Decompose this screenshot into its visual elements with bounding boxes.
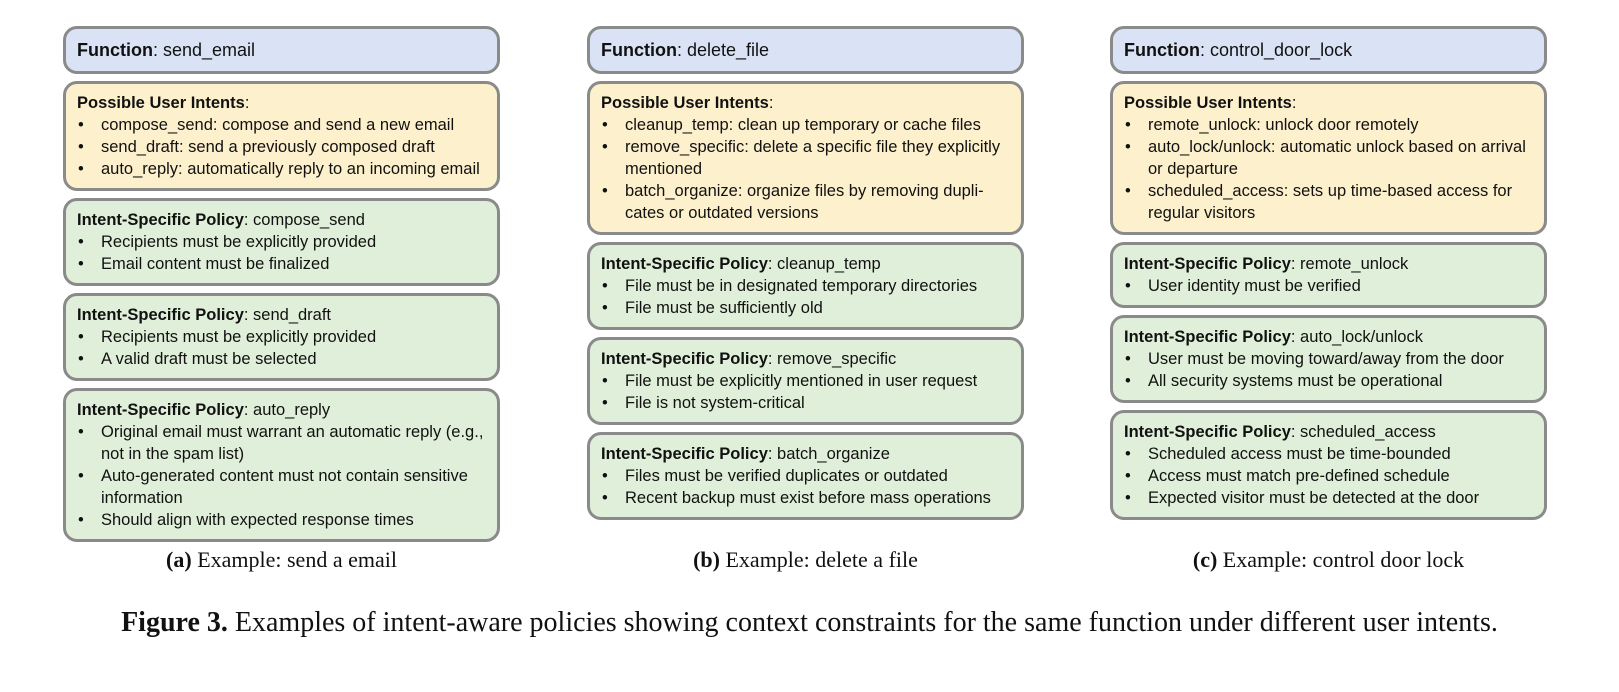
function-box: Function: delete_file bbox=[587, 26, 1024, 74]
policy-rule: File must be in designated temporary dir… bbox=[601, 275, 1009, 297]
policy-rule: Recent backup must exist before mass ope… bbox=[601, 487, 1009, 509]
function-name: send_email bbox=[163, 40, 256, 60]
policy-rule: Original email must warrant an automatic… bbox=[77, 421, 485, 465]
policy-name: batch_organize bbox=[777, 445, 890, 463]
function-label: Function bbox=[77, 40, 153, 60]
caption-letter: (a) bbox=[166, 547, 192, 572]
intent-item: auto_reply: automatically reply to an in… bbox=[77, 158, 485, 180]
caption-letter: (b) bbox=[693, 547, 720, 572]
policy-name: remove_specific bbox=[777, 350, 897, 368]
intent-item: scheduled_access: sets up time-based acc… bbox=[1124, 180, 1532, 224]
function-box: Function: send_email bbox=[63, 26, 500, 74]
policy-box: Intent-Specific Policy: cleanup_temp Fil… bbox=[587, 242, 1024, 330]
policy-box: Intent-Specific Policy: remote_unlock Us… bbox=[1110, 242, 1547, 308]
policy-rule: Auto-generated content must not contain … bbox=[77, 465, 485, 509]
intent-item: send_draft: send a previously composed d… bbox=[77, 136, 485, 158]
intents-box: Possible User Intents: cleanup_temp: cle… bbox=[587, 81, 1024, 235]
caption-text: Example: send a email bbox=[197, 547, 397, 572]
policy-rule: File must be sufficiently old bbox=[601, 297, 1009, 319]
policy-rule: A valid draft must be selected bbox=[77, 348, 485, 370]
policy-label: Intent-Specific Policy bbox=[77, 401, 244, 419]
policy-label: Intent-Specific Policy bbox=[601, 350, 768, 368]
policy-box: Intent-Specific Policy: auto_lock/unlock… bbox=[1110, 315, 1547, 403]
intent-item: batch_organize: organize files by removi… bbox=[601, 180, 1009, 224]
policy-name: cleanup_temp bbox=[777, 255, 881, 273]
panel-send-email: Function: send_email Possible User Inten… bbox=[63, 26, 500, 549]
intent-item: remote_unlock: unlock door remotely bbox=[1124, 114, 1532, 136]
figure-label: Figure 3. bbox=[121, 607, 228, 638]
policy-name: send_draft bbox=[253, 306, 332, 324]
policy-rule: File is not system-critical bbox=[601, 392, 1009, 414]
intent-item: auto_lock/unlock: automatic unlock based… bbox=[1124, 136, 1532, 180]
policy-label: Intent-Specific Policy bbox=[77, 306, 244, 324]
policy-name: scheduled_access bbox=[1300, 423, 1436, 441]
intents-label: Possible User Intents bbox=[601, 94, 769, 112]
subfigure-caption-b: (b) Example: delete a file bbox=[587, 547, 1024, 573]
policy-name: compose_send bbox=[253, 211, 365, 229]
policy-rule: Access must match pre-defined schedule bbox=[1124, 465, 1532, 487]
policy-box: Intent-Specific Policy: compose_send Rec… bbox=[63, 198, 500, 286]
policy-box: Intent-Specific Policy: scheduled_access… bbox=[1110, 410, 1547, 520]
function-label: Function bbox=[601, 40, 677, 60]
policy-box: Intent-Specific Policy: batch_organize F… bbox=[587, 432, 1024, 520]
panel-control-door-lock: Function: control_door_lock Possible Use… bbox=[1110, 26, 1547, 527]
policy-rule: Scheduled access must be time-bounded bbox=[1124, 443, 1532, 465]
policy-label: Intent-Specific Policy bbox=[601, 255, 768, 273]
policy-label: Intent-Specific Policy bbox=[1124, 423, 1291, 441]
figure-text: Examples of intent-aware policies showin… bbox=[234, 607, 1498, 638]
policy-box: Intent-Specific Policy: auto_reply Origi… bbox=[63, 388, 500, 542]
policy-name: auto_lock/unlock bbox=[1300, 328, 1423, 346]
policy-rule: Should align with expected response time… bbox=[77, 509, 485, 531]
policy-label: Intent-Specific Policy bbox=[1124, 255, 1291, 273]
panel-delete-file: Function: delete_file Possible User Inte… bbox=[587, 26, 1024, 527]
policy-label: Intent-Specific Policy bbox=[1124, 328, 1291, 346]
caption-text: Example: delete a file bbox=[725, 547, 918, 572]
policy-box: Intent-Specific Policy: send_draft Recip… bbox=[63, 293, 500, 381]
policy-label: Intent-Specific Policy bbox=[601, 445, 768, 463]
policy-name: auto_reply bbox=[253, 401, 331, 419]
intent-item: remove_specific: delete a specific file … bbox=[601, 136, 1009, 180]
policy-rule: Recipients must be explicitly provided bbox=[77, 231, 485, 253]
policy-rule: File must be explicitly mentioned in use… bbox=[601, 370, 1009, 392]
policy-rule: User identity must be verified bbox=[1124, 275, 1532, 297]
intents-box: Possible User Intents: compose_send: com… bbox=[63, 81, 500, 191]
subfigure-caption-c: (c) Example: control door lock bbox=[1110, 547, 1547, 573]
intents-label: Possible User Intents bbox=[77, 94, 245, 112]
policy-rule: Recipients must be explicitly provided bbox=[77, 326, 485, 348]
subfigure-caption-a: (a) Example: send a email bbox=[63, 547, 500, 573]
policy-rule: All security systems must be operational bbox=[1124, 370, 1532, 392]
function-box: Function: control_door_lock bbox=[1110, 26, 1547, 74]
intents-label: Possible User Intents bbox=[1124, 94, 1292, 112]
intent-item: cleanup_temp: clean up temporary or cach… bbox=[601, 114, 1009, 136]
policy-name: remote_unlock bbox=[1300, 255, 1409, 273]
intent-item: compose_send: compose and send a new ema… bbox=[77, 114, 485, 136]
function-name: control_door_lock bbox=[1210, 40, 1353, 60]
policy-rule: Email content must be finalized bbox=[77, 253, 485, 275]
caption-text: Example: control door lock bbox=[1222, 547, 1465, 572]
policy-label: Intent-Specific Policy bbox=[77, 211, 244, 229]
policy-box: Intent-Specific Policy: remove_specific … bbox=[587, 337, 1024, 425]
function-name: delete_file bbox=[687, 40, 770, 60]
function-label: Function bbox=[1124, 40, 1200, 60]
policy-rule: Expected visitor must be detected at the… bbox=[1124, 487, 1532, 509]
policy-rule: User must be moving toward/away from the… bbox=[1124, 348, 1532, 370]
intents-box: Possible User Intents: remote_unlock: un… bbox=[1110, 81, 1547, 235]
figure-caption: Figure 3. Examples of intent-aware polic… bbox=[0, 607, 1619, 639]
policy-rule: Files must be verified duplicates or out… bbox=[601, 465, 1009, 487]
caption-letter: (c) bbox=[1192, 547, 1218, 572]
